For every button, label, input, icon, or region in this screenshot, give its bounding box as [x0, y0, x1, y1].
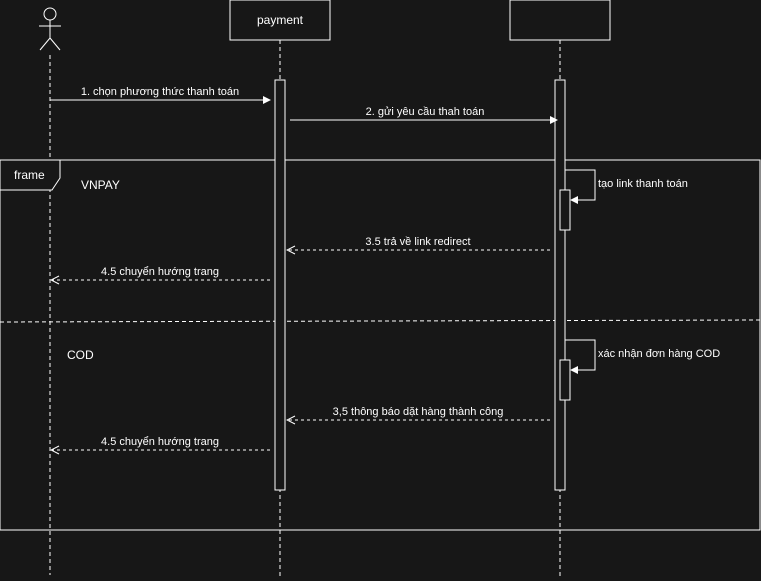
message-3b-label: 3,5 thông báo dặt hàng thành công: [333, 406, 504, 418]
self-message-2-label: xác nhận đơn hàng COD: [598, 348, 720, 360]
payment-participant-title: payment: [257, 13, 304, 27]
right-activation-bar: [554, 79, 566, 491]
message-2-label: 2. gửi yêu cầu thah toán: [366, 106, 485, 118]
self-message-1-label: tạo link thanh toán: [598, 178, 688, 190]
actor-icon: [39, 7, 61, 51]
frame-separator: [0, 319, 761, 323]
frame-box: [0, 159, 761, 531]
message-4a-label: 4.5 chuyển hướng trang: [101, 266, 219, 278]
payment-participant-box: [229, 0, 331, 41]
self-message-1-arrow: [565, 169, 596, 204]
message-4b-label: 4.5 chuyển hướng trang: [101, 436, 219, 448]
payment-activation-bar: [274, 79, 286, 491]
frame-label-tab: [0, 159, 61, 191]
message-1-label: 1. chọn phương thức thanh toán: [81, 86, 239, 98]
right-nested-activation-2: [559, 359, 571, 401]
right-participant-box: [509, 0, 611, 41]
message-3a-label: 3.5 trả về link redirect: [365, 236, 470, 248]
frame-section-vnpay: VNPAY: [81, 178, 120, 192]
self-message-2-arrow: [565, 339, 596, 374]
frame-section-cod: COD: [67, 348, 94, 362]
frame-label: frame: [14, 168, 45, 182]
right-nested-activation-1: [559, 189, 571, 231]
